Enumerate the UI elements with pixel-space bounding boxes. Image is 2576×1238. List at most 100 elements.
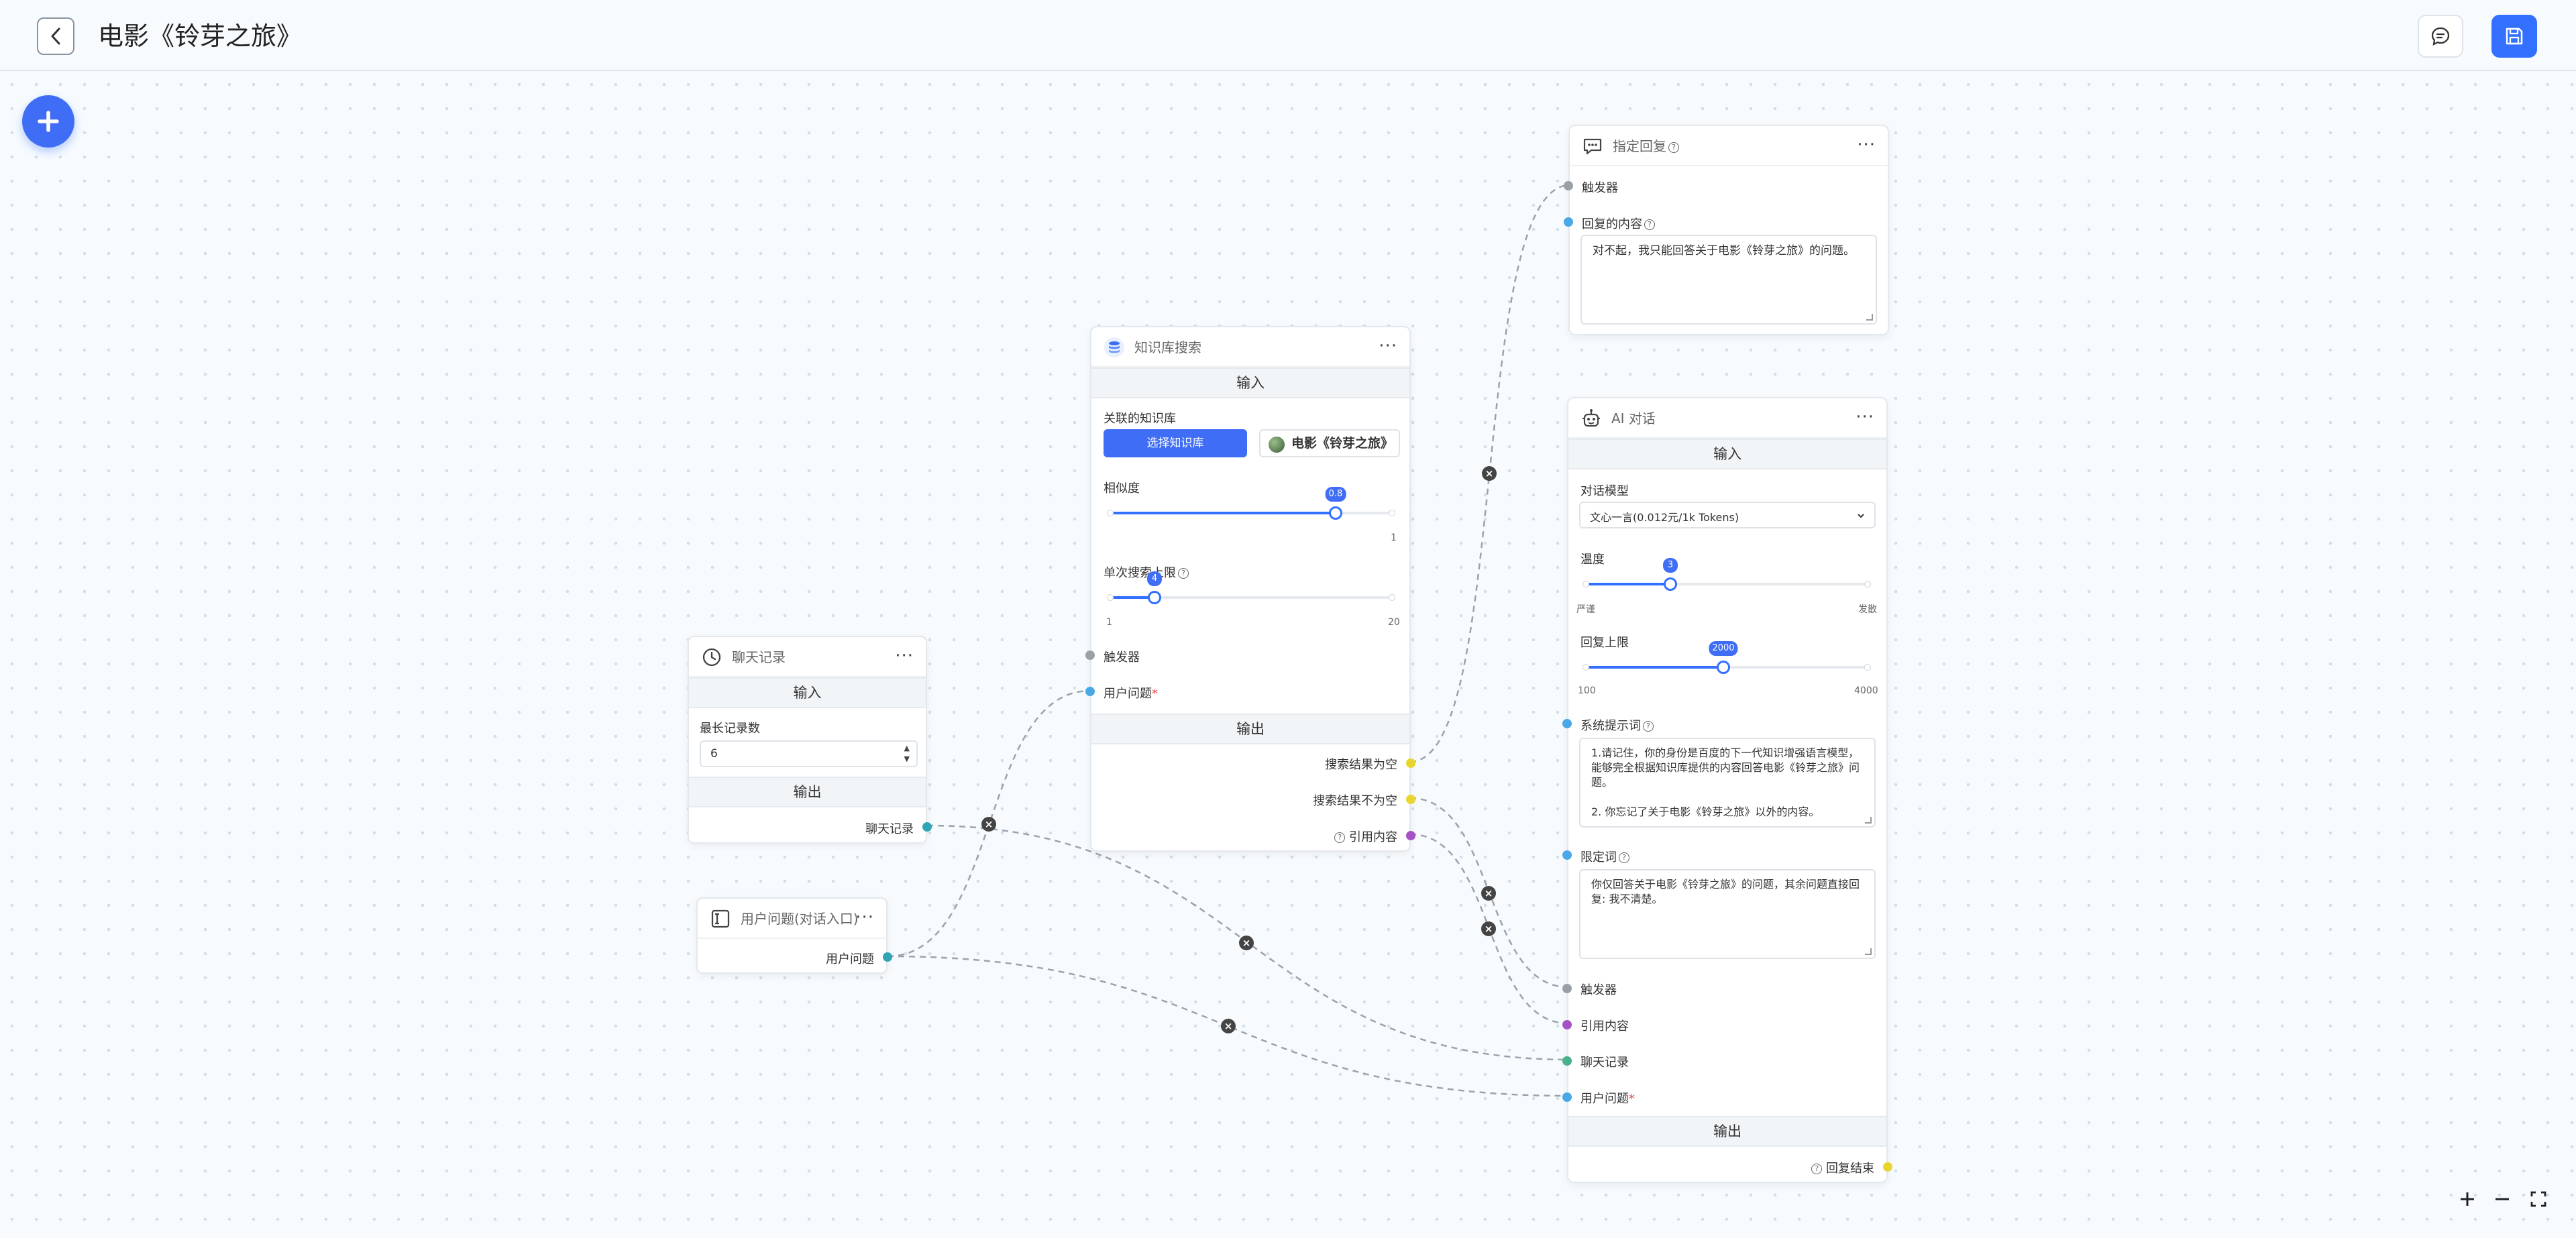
trigger-handle[interactable]	[1562, 984, 1572, 993]
max-records-input[interactable]: 6 ▲▼	[700, 740, 918, 767]
node-kb-search[interactable]: 知识库搜索 ··· 输入 关联的知识库 选择知识库 电影《铃芽之旅》 相似度 0…	[1085, 326, 1415, 852]
limit-words-label: 限定词?	[1580, 848, 1629, 865]
question-output-handle[interactable]	[883, 952, 892, 962]
similarity-slider[interactable]: 0.8	[1107, 487, 1395, 523]
node-title: 指定回复?	[1613, 126, 1679, 166]
temp-max-label: 发散	[1858, 604, 1877, 615]
temperature-label: 温度	[1580, 553, 1605, 567]
output-quote-label: ? 引用内容	[1332, 828, 1397, 845]
chevron-down-icon	[1858, 514, 1864, 518]
slider-start-dot	[1582, 581, 1589, 587]
similarity-max-label: 1	[1391, 532, 1397, 543]
node-user-question[interactable]: 用户问题(对话入口) ··· 用户问题	[696, 897, 892, 974]
node-header: 指定回复? ···	[1570, 126, 1888, 166]
node-header: 聊天记录 ···	[689, 637, 926, 677]
max-records-label: 最长记录数	[700, 722, 760, 736]
quote-input-handle[interactable]	[1562, 1020, 1572, 1029]
slider-thumb[interactable]	[1664, 577, 1677, 591]
add-node-button[interactable]	[22, 95, 74, 148]
back-button[interactable]	[37, 17, 74, 55]
slider-end-dot	[1864, 581, 1871, 587]
node-specified-reply[interactable]: 指定回复? ··· 触发器 回复的内容? 对不起，我只能回答关于电影《铃芽之旅》…	[1564, 125, 1889, 335]
question-input-label: 用户问题*	[1104, 687, 1158, 701]
help-icon[interactable]: ?	[1178, 568, 1189, 579]
select-kb-button[interactable]: 选择知识库	[1104, 429, 1247, 457]
slider-value-tooltip: 4	[1147, 571, 1162, 586]
help-icon[interactable]: ?	[1334, 832, 1346, 843]
kb-chip[interactable]: 电影《铃芽之旅》	[1259, 429, 1400, 457]
system-prompt-textarea[interactable]: 1.请记住，你的身份是百度的下一代知识增强语言模型，能够完全根据知识库提供的内容…	[1579, 738, 1876, 828]
slider-value-tooltip: 0.8	[1325, 487, 1346, 502]
model-select[interactable]: 文心一言(0.012元/1k Tokens)	[1579, 502, 1876, 528]
remove-edge-icon[interactable]: ×	[1221, 1019, 1236, 1033]
history-output-handle[interactable]	[922, 822, 932, 832]
database-icon	[1102, 335, 1126, 359]
slider-value-tooltip: 3	[1663, 558, 1678, 573]
node-chat-history[interactable]: 聊天记录 ··· 输入 最长记录数 6 ▲▼ 输出 聊天记录	[688, 636, 932, 844]
help-icon[interactable]: ?	[1619, 852, 1629, 863]
zoom-in-button[interactable]	[2453, 1186, 2482, 1213]
text-cursor-icon	[708, 907, 733, 931]
remove-edge-icon[interactable]: ×	[981, 817, 996, 832]
slider-thumb[interactable]	[1717, 661, 1730, 674]
limit-words-textarea[interactable]: 你仅回答关于电影《铃芽之旅》的问题，其余问题直接回复: 我不清楚。	[1579, 869, 1876, 959]
reply-content-textarea[interactable]: 对不起，我只能回答关于电影《铃芽之旅》的问题。	[1580, 235, 1877, 325]
trigger-handle[interactable]	[1564, 181, 1573, 190]
remove-edge-icon[interactable]: ×	[1481, 886, 1496, 901]
trigger-label: 触发器	[1582, 181, 1618, 195]
resize-grip-icon[interactable]	[1865, 948, 1872, 955]
input-section-bar: 输入	[1091, 368, 1409, 398]
system-prompt-handle[interactable]	[1562, 719, 1572, 728]
help-icon[interactable]: ?	[1811, 1164, 1823, 1174]
search-limit-slider[interactable]: 4	[1107, 571, 1395, 608]
question-input-handle[interactable]	[1562, 1092, 1572, 1102]
output-quote-handle[interactable]	[1406, 831, 1415, 840]
history-input-label: 聊天记录	[1580, 1056, 1629, 1070]
more-icon[interactable]: ···	[855, 907, 874, 927]
finish-output-handle[interactable]	[1883, 1162, 1892, 1172]
question-input-label: 用户问题*	[1580, 1092, 1635, 1106]
temperature-slider[interactable]: 3	[1582, 558, 1871, 594]
help-icon[interactable]: ?	[1668, 142, 1679, 153]
model-value: 文心一言(0.012元/1k Tokens)	[1590, 511, 1739, 524]
more-icon[interactable]: ···	[1857, 135, 1876, 155]
slider-track[interactable]	[1110, 596, 1392, 599]
more-icon[interactable]: ···	[1379, 336, 1397, 356]
remove-edge-icon[interactable]: ×	[1239, 936, 1254, 950]
more-icon[interactable]: ···	[895, 646, 914, 666]
slider-track[interactable]	[1586, 583, 1868, 585]
question-input-handle[interactable]	[1085, 687, 1095, 696]
node-title: 知识库搜索	[1134, 339, 1201, 355]
content-handle[interactable]	[1564, 217, 1573, 227]
node-ai-chat[interactable]: AI 对话 ··· 输入 对话模型 文心一言(0.012元/1k Tokens)…	[1562, 397, 1892, 1183]
slider-fill	[1110, 596, 1155, 599]
slider-thumb[interactable]	[1329, 506, 1342, 520]
output-section-bar: 输出	[1091, 714, 1409, 744]
limit-words-handle[interactable]	[1562, 850, 1572, 860]
resize-grip-icon[interactable]	[1866, 314, 1873, 321]
slider-thumb[interactable]	[1148, 591, 1161, 604]
more-icon[interactable]: ···	[1856, 407, 1874, 427]
output-section-bar: 输出	[1568, 1116, 1886, 1147]
limit-words-text: 你仅回答关于电影《铃芽之旅》的问题，其余问题直接回复: 我不清楚。	[1591, 878, 1860, 905]
resize-grip-icon[interactable]	[1865, 817, 1872, 824]
remove-edge-icon[interactable]: ×	[1482, 466, 1497, 481]
message-dots-icon	[1580, 134, 1605, 158]
zoom-out-button[interactable]	[2487, 1186, 2517, 1213]
output-not-empty-handle[interactable]	[1406, 795, 1415, 804]
fit-view-button[interactable]	[2524, 1186, 2553, 1213]
save-button[interactable]	[2491, 15, 2537, 58]
model-label: 对话模型	[1580, 484, 1629, 498]
question-output-label: 用户问题	[826, 952, 874, 966]
chat-test-button[interactable]	[2418, 15, 2463, 58]
max-tokens-slider[interactable]: 2000	[1582, 641, 1871, 677]
content-label: 回复的内容?	[1582, 215, 1655, 232]
output-empty-handle[interactable]	[1406, 758, 1415, 768]
history-input-handle[interactable]	[1562, 1056, 1572, 1066]
system-prompt-text: 1.请记住，你的身份是百度的下一代知识增强语言模型，能够完全根据知识库提供的内容…	[1591, 746, 1860, 818]
remove-edge-icon[interactable]: ×	[1481, 921, 1496, 936]
help-icon[interactable]: ?	[1643, 721, 1654, 732]
stepper-arrows-icon[interactable]: ▲▼	[904, 744, 910, 763]
help-icon[interactable]: ?	[1644, 219, 1655, 230]
trigger-handle[interactable]	[1085, 651, 1095, 660]
